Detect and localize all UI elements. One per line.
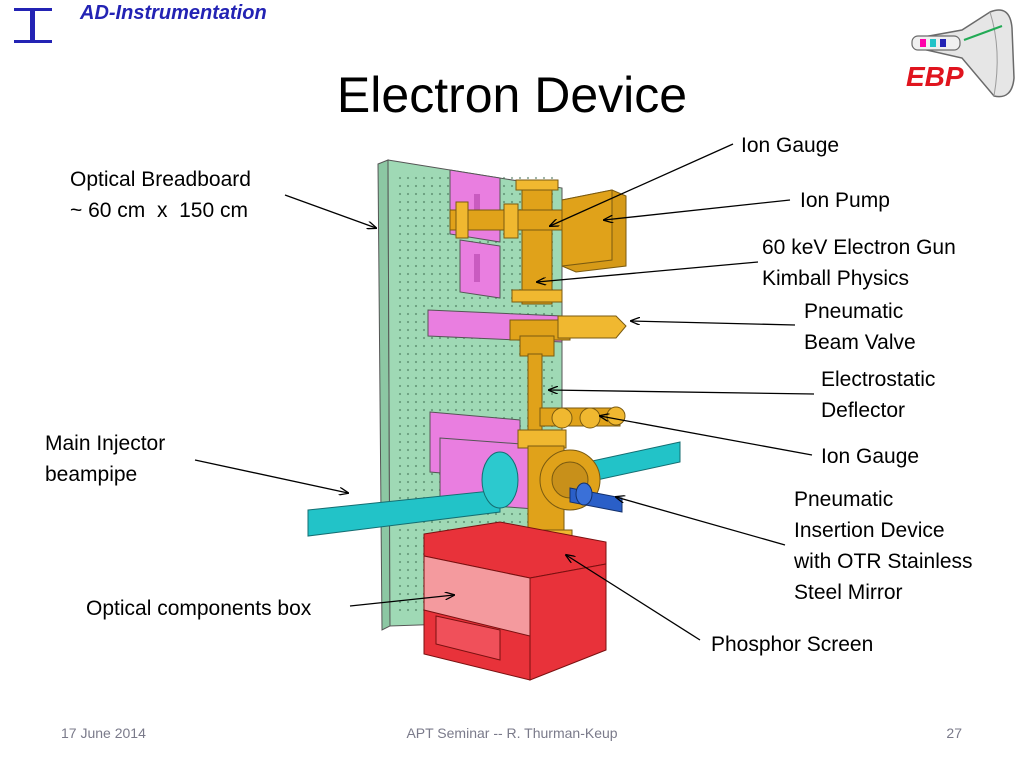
label-beam-valve-line2: Beam Valve [804,331,916,354]
label-electron-gun-line2: Kimball Physics [762,267,910,290]
label-deflector-line1: Electrostatic [821,368,936,391]
label-beam-valve-line1: Pneumatic [804,300,904,323]
label-insertion-line3: with OTR Stainless [794,550,973,573]
ebp-logo-text: EBP [906,61,964,92]
label-deflector-line2: Deflector [821,399,906,422]
label-electron-gun-line1: 60 keV Electron Gun [762,236,956,259]
ebp-logo-icon: EBP [906,9,1015,98]
label-ion-gauge-top: Ion Gauge [741,134,840,157]
ad-instrumentation-logo-icon [14,8,52,43]
label-insertion-line2: Insertion Device [794,519,945,542]
footer-date: 17 June 2014 [61,725,146,741]
beam-valve-assembly [427,309,627,357]
footer-presenter: APT Seminar -- R. Thurman-Keup [406,725,618,741]
label-insertion-line4: Steel Mirror [794,581,903,604]
header-org-name: AD-Instrumentation [80,2,267,24]
label-breadboard-line1: Optical Breadboard [70,168,251,191]
footer-page-number: 27 [946,725,962,741]
slide-title: Electron Device [336,67,688,123]
optical-components-box [423,521,607,681]
label-insertion-line1: Pneumatic [794,488,894,511]
label-optical-box: Optical components box [86,597,312,620]
label-injector-line1: Main Injector [45,432,166,455]
label-injector-line2: beampipe [45,463,138,486]
label-ion-gauge-bottom: Ion Gauge [821,445,920,468]
label-breadboard-line2: ~ 60 cm x 150 cm [70,199,248,222]
electron-device-illustration [307,159,681,681]
ion-pump-assembly [449,179,627,305]
label-ion-pump: Ion Pump [800,189,890,212]
label-phosphor-screen: Phosphor Screen [711,633,874,656]
insertion-device [569,482,623,513]
